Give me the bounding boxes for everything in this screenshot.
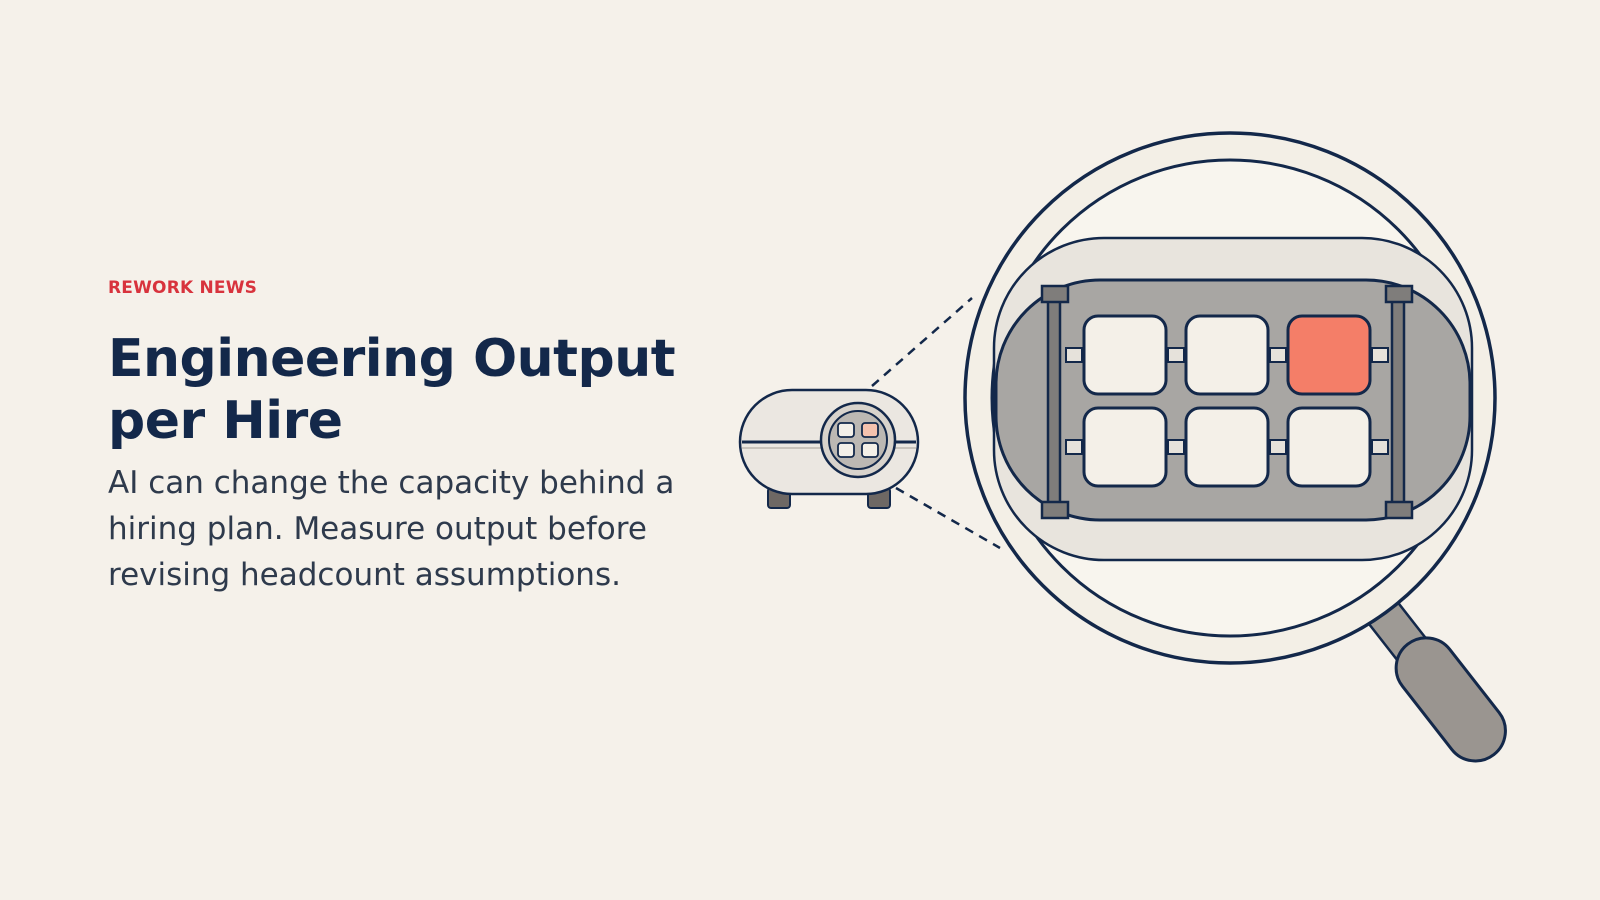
kicker-label[interactable]: REWORK NEWS: [108, 278, 258, 298]
server-module-3: [837, 442, 855, 458]
module-connectors: [1065, 347, 1389, 455]
zoom-line-top: [871, 297, 973, 387]
module-2: [1184, 314, 1270, 396]
magnifying-glass-icon: [963, 131, 1507, 763]
server-module-2: [861, 422, 879, 438]
tray-rails: [1040, 284, 1414, 520]
zoom-lines: [871, 297, 1001, 550]
module-1: [1082, 314, 1168, 396]
zoom-line-bottom: [895, 486, 1001, 550]
compute-modules: [1082, 314, 1372, 488]
module-4: [1082, 406, 1168, 488]
page-title: Engineering Output per Hire: [108, 329, 676, 451]
module-3-highlighted: [1286, 314, 1372, 396]
server-module-1: [837, 422, 855, 438]
module-6: [1286, 406, 1372, 488]
server-device-icon: [738, 388, 920, 509]
page-subtitle: AI can change the capacity behind a hiri…: [108, 465, 675, 593]
article-text: REWORK NEWS Engineering Output per Hire …: [108, 278, 708, 598]
server-module-4: [861, 442, 879, 458]
module-5: [1184, 406, 1270, 488]
